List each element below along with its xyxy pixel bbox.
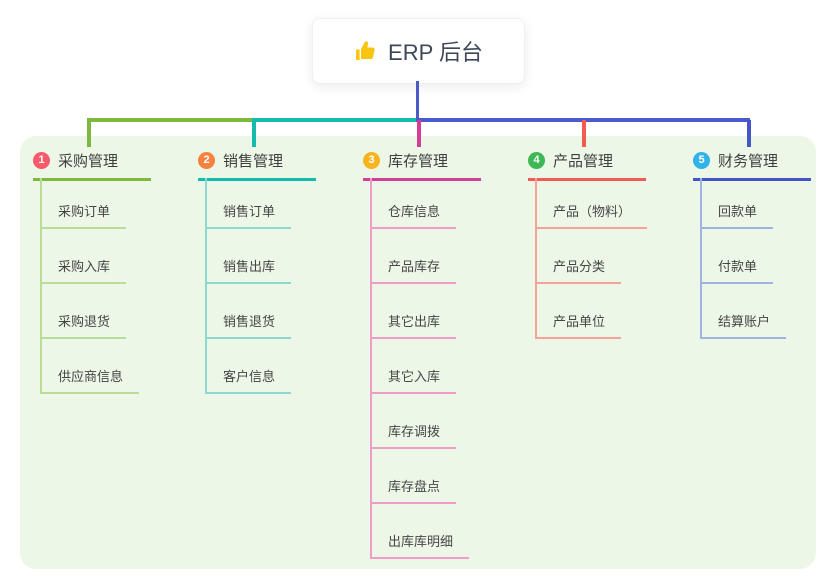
child-node[interactable]: 产品分类	[535, 256, 622, 284]
child-row: 出库库明细	[370, 504, 470, 559]
child-node[interactable]: 其它出库	[370, 311, 457, 339]
child-row: 其它出库	[370, 284, 457, 339]
child-node[interactable]: 销售出库	[205, 256, 292, 284]
topic-node-5[interactable]: 5 财务管理	[693, 150, 811, 181]
child-node[interactable]: 采购订单	[40, 201, 127, 229]
root-connector-line	[415, 81, 419, 119]
child-row: 产品库存	[370, 229, 457, 284]
child-node[interactable]: 客户信息	[205, 366, 292, 394]
child-node[interactable]: 库存盘点	[370, 476, 457, 504]
child-node[interactable]: 付款单	[700, 256, 774, 284]
child-row: 仓库信息	[370, 174, 457, 229]
child-node[interactable]: 出库库明细	[370, 531, 470, 559]
branch-drop-line	[252, 120, 256, 147]
child-row: 产品单位	[535, 284, 622, 339]
child-row: 库存调拨	[370, 394, 457, 449]
child-node[interactable]: 结算账户	[700, 311, 787, 339]
child-row: 库存盘点	[370, 449, 457, 504]
trunk-segment-green	[87, 118, 252, 122]
child-node[interactable]: 产品单位	[535, 311, 622, 339]
child-row: 供应商信息	[40, 339, 140, 394]
branch-drop-line	[582, 120, 586, 147]
branch-drop-line	[747, 120, 751, 147]
child-node[interactable]: 供应商信息	[40, 366, 140, 394]
topic-label: 财务管理	[718, 153, 779, 170]
topic-node-1[interactable]: 1 采购管理	[33, 150, 151, 181]
child-row: 采购入库	[40, 229, 127, 284]
child-node[interactable]: 销售订单	[205, 201, 292, 229]
child-row: 销售订单	[205, 174, 292, 229]
children-list: 销售订单销售出库销售退货客户信息	[205, 174, 292, 394]
child-row: 其它入库	[370, 339, 457, 394]
child-node[interactable]: 采购退货	[40, 311, 127, 339]
child-row: 客户信息	[205, 339, 292, 394]
child-row: 销售出库	[205, 229, 292, 284]
topic-label: 产品管理	[553, 153, 614, 170]
child-node[interactable]: 仓库信息	[370, 201, 457, 229]
children-list: 采购订单采购入库采购退货供应商信息	[40, 174, 140, 394]
topic-number-badge: 3	[363, 152, 380, 169]
thumbs-up-icon	[354, 39, 378, 63]
child-row: 回款单	[700, 174, 774, 229]
children-list: 仓库信息产品库存其它出库其它入库库存调拨库存盘点出库库明细	[370, 174, 470, 559]
children-list: 回款单付款单结算账户	[700, 174, 787, 339]
child-row: 销售退货	[205, 284, 292, 339]
children-list: 产品（物料） 产品分类产品单位	[535, 174, 648, 339]
child-node[interactable]: 其它入库	[370, 366, 457, 394]
topic-number-badge: 1	[33, 152, 50, 169]
child-rail-line	[535, 178, 537, 339]
topic-label: 采购管理	[58, 153, 119, 170]
child-row: 付款单	[700, 229, 774, 284]
child-row: 采购退货	[40, 284, 127, 339]
child-row: 采购订单	[40, 174, 127, 229]
root-node-erp[interactable]: ERP 后台	[312, 18, 525, 84]
child-node[interactable]: 产品库存	[370, 256, 457, 284]
root-node-label: ERP 后台	[388, 40, 483, 65]
child-node[interactable]: 库存调拨	[370, 421, 457, 449]
trunk-segment-teal	[252, 118, 417, 122]
topic-node-4[interactable]: 4 产品管理	[528, 150, 646, 181]
child-row: 产品分类	[535, 229, 622, 284]
topic-number-badge: 5	[693, 152, 710, 169]
topic-node-3[interactable]: 3 库存管理	[363, 150, 481, 181]
topic-label: 库存管理	[388, 153, 449, 170]
child-rail-line	[700, 178, 702, 339]
child-node[interactable]: 销售退货	[205, 311, 292, 339]
child-row: 结算账户	[700, 284, 787, 339]
child-rail-line	[40, 178, 42, 394]
child-row: 产品（物料）	[535, 174, 648, 229]
topic-node-2[interactable]: 2 销售管理	[198, 150, 316, 181]
mindmap-background-panel	[20, 136, 816, 569]
child-node[interactable]: 回款单	[700, 201, 774, 229]
child-node[interactable]: 采购入库	[40, 256, 127, 284]
branch-drop-line	[87, 120, 91, 147]
child-rail-line	[205, 178, 207, 394]
trunk-segment-blue	[416, 118, 750, 122]
branch-drop-line	[417, 120, 421, 147]
topic-number-badge: 4	[528, 152, 545, 169]
topic-number-badge: 2	[198, 152, 215, 169]
child-rail-line	[370, 178, 372, 559]
topic-label: 销售管理	[223, 153, 284, 170]
child-node[interactable]: 产品（物料）	[535, 201, 648, 229]
